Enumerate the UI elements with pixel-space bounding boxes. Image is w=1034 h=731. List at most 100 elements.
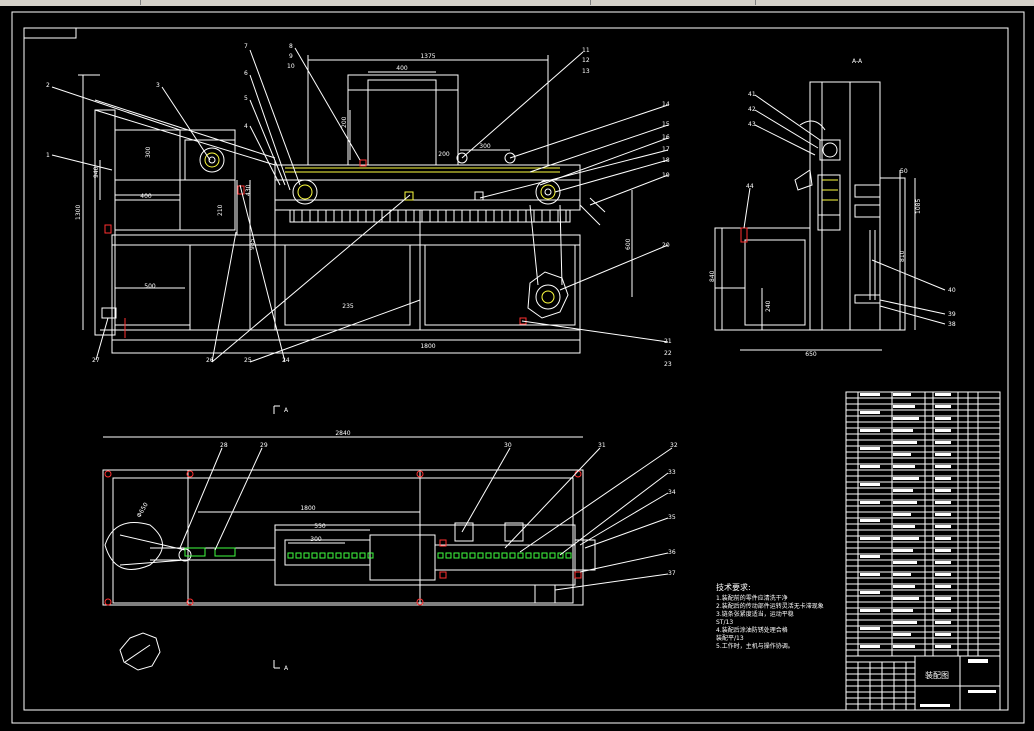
svg-text:36: 36	[668, 549, 676, 556]
dim-motor-200: 200	[341, 116, 348, 128]
svg-text:2.装配后的传动部件运转灵活无卡滞现象: 2.装配后的传动部件运转灵活无卡滞现象	[716, 602, 824, 610]
svg-text:42: 42	[748, 106, 756, 113]
front-view	[94, 74, 606, 354]
dim-side-650: 650	[805, 351, 817, 358]
dim-1300: 1300	[75, 205, 82, 220]
svg-text:39: 39	[948, 311, 956, 318]
svg-text:24: 24	[282, 357, 290, 364]
svg-text:技术要求:: 技术要求:	[716, 582, 751, 592]
dim-210: 210	[217, 204, 224, 216]
dim-base-500: 500	[144, 283, 156, 290]
svg-text:1.装配前的零件应清洗干净: 1.装配前的零件应清洗干净	[716, 594, 788, 602]
drawing-number-box	[23, 27, 77, 39]
dim-plan-550: 550	[314, 523, 326, 530]
dim-plan-dia: Φ650	[136, 501, 150, 519]
window-titlebar-strip	[0, 0, 1034, 6]
svg-text:19: 19	[662, 172, 670, 179]
svg-text:4.装配后涂油防锈处理合格: 4.装配后涂油防锈处理合格	[716, 626, 788, 634]
svg-text:22: 22	[664, 350, 672, 357]
dim-200: 200	[438, 151, 450, 158]
svg-text:29: 29	[260, 442, 268, 449]
section-marker-bottom: A	[273, 660, 289, 672]
dim-600: 600	[625, 238, 632, 250]
plan-leader-labels: 28 29 30 31 32 33 34 35 36 37	[220, 442, 678, 577]
side-view: A-A	[714, 58, 906, 331]
svg-text:13: 13	[582, 68, 590, 75]
svg-text:2: 2	[46, 82, 50, 89]
svg-text:1: 1	[46, 152, 50, 159]
dim-motor-400: 400	[396, 65, 408, 72]
svg-text:30: 30	[504, 442, 512, 449]
svg-text:6: 6	[244, 70, 248, 77]
svg-text:A: A	[284, 665, 289, 672]
outer-border	[11, 11, 1025, 724]
svg-text:12: 12	[582, 57, 590, 64]
svg-text:27: 27	[92, 357, 100, 364]
dim-left-400: 400	[140, 193, 152, 200]
dim-985: 985	[249, 238, 256, 250]
svg-text:11: 11	[582, 47, 590, 54]
dim-total-1800: 1800	[420, 343, 435, 350]
svg-text:装配平/13: 装配平/13	[716, 634, 744, 642]
svg-text:16: 16	[662, 134, 670, 141]
plan-view-dimensions	[103, 436, 583, 544]
svg-text:35: 35	[668, 514, 676, 521]
side-leader-labels: 41 42 43 44 40 39 38	[746, 91, 956, 328]
svg-text:28: 28	[220, 442, 228, 449]
dim-300: 300	[479, 143, 491, 150]
dim-plan-2840: 2840	[335, 430, 350, 437]
technical-requirements: 技术要求: 1.装配前的零件应清洗干净 2.装配后的传动部件运转灵活无卡滞现象 …	[716, 582, 824, 650]
dim-side-540: 840	[709, 270, 716, 282]
svg-text:ST/13: ST/13	[716, 619, 733, 626]
inner-border	[23, 27, 1009, 711]
dim-235: 235	[342, 303, 354, 310]
svg-text:7: 7	[244, 43, 248, 50]
front-leaders	[51, 47, 669, 363]
title-block-name: 装配图	[925, 670, 949, 680]
svg-text:3: 3	[156, 82, 160, 89]
dim-940: 940	[93, 166, 100, 178]
svg-text:21: 21	[664, 338, 672, 345]
svg-text:34: 34	[668, 489, 676, 496]
svg-text:38: 38	[948, 321, 956, 328]
svg-text:44: 44	[746, 183, 754, 190]
svg-text:10: 10	[287, 63, 295, 70]
svg-text:43: 43	[748, 121, 756, 128]
svg-text:41: 41	[748, 91, 756, 98]
svg-text:37: 37	[668, 570, 676, 577]
side-view-dimensions	[721, 170, 916, 351]
svg-text:23: 23	[664, 361, 672, 368]
svg-text:40: 40	[948, 287, 956, 294]
dim-top-1375: 1375	[420, 53, 435, 60]
dim-side-240: 240	[765, 300, 772, 312]
front-view-dimensions	[78, 55, 633, 341]
svg-text:3.链条张紧度适当，运动平稳: 3.链条张紧度适当，运动平稳	[716, 610, 794, 618]
dim-plan-300: 300	[310, 536, 322, 543]
plan-view	[102, 469, 596, 671]
dim-1085: 1085	[915, 199, 922, 214]
svg-text:4: 4	[244, 123, 248, 130]
dim-430: 430	[245, 184, 252, 196]
svg-text:33: 33	[668, 469, 676, 476]
side-leaders	[743, 94, 946, 325]
svg-text:18: 18	[662, 157, 670, 164]
svg-text:5: 5	[244, 95, 248, 102]
dim-side-810: 810	[899, 250, 906, 262]
dim-side-50: 50	[900, 168, 908, 175]
svg-text:14: 14	[662, 101, 670, 108]
svg-text:A: A	[284, 407, 289, 414]
svg-text:25: 25	[244, 357, 252, 364]
svg-text:31: 31	[598, 442, 606, 449]
section-label-aa: A-A	[852, 58, 863, 65]
section-marker-top: A	[273, 405, 289, 414]
svg-text:5.工作时，主机与操作协调。: 5.工作时，主机与操作协调。	[716, 642, 794, 650]
front-leader-labels: 1 2 3 4 5 6 7 8 9 10 11 12 13 14 15 16 1…	[46, 43, 672, 368]
svg-text:32: 32	[670, 442, 678, 449]
dim-plan-1800: 1800	[300, 505, 315, 512]
svg-text:17: 17	[662, 146, 670, 153]
svg-text:15: 15	[662, 121, 670, 128]
svg-text:26: 26	[206, 357, 214, 364]
svg-text:8: 8	[289, 43, 293, 50]
plan-leaders	[179, 447, 673, 591]
